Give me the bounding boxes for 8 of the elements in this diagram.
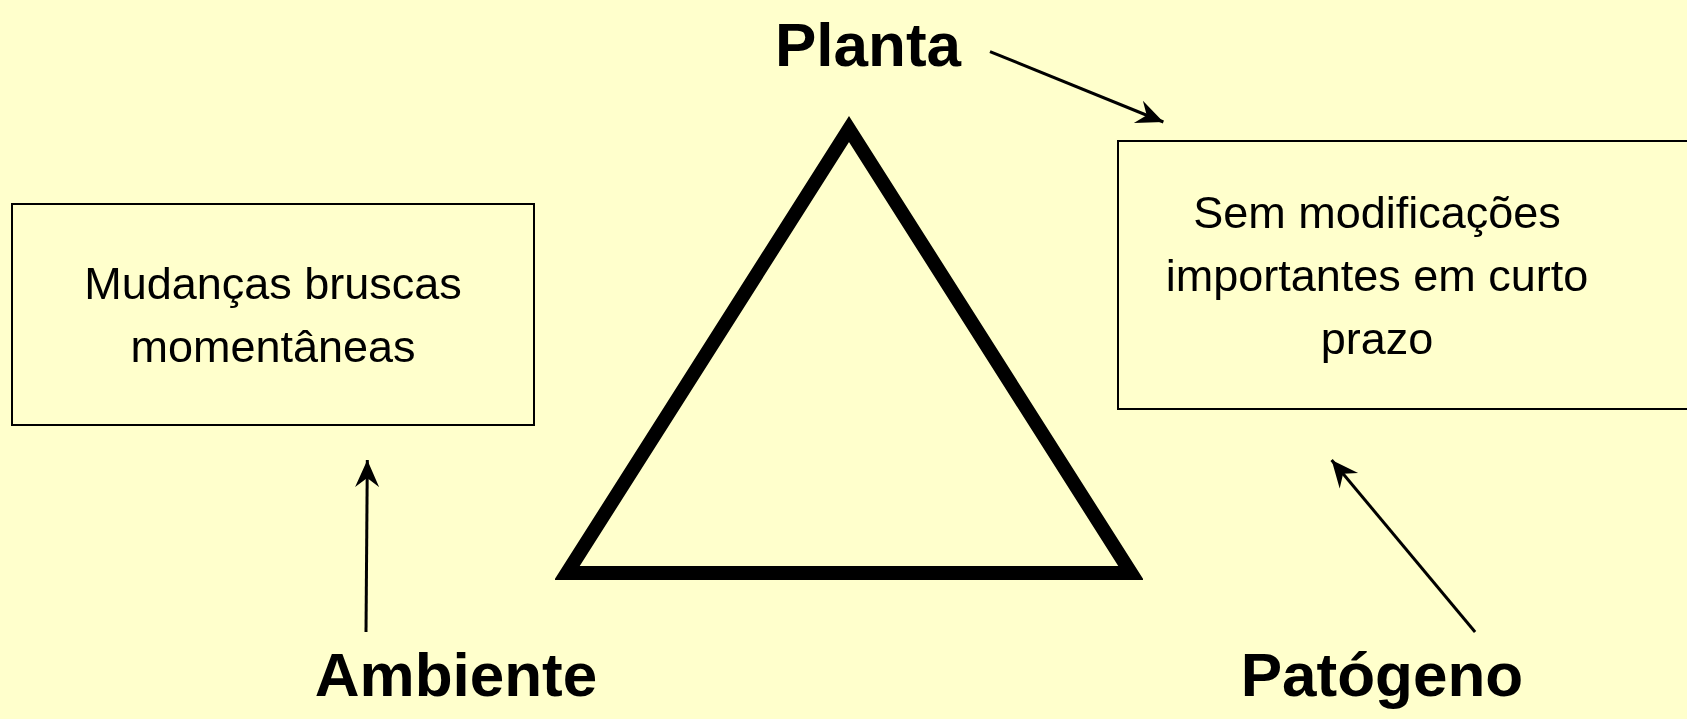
node-label: Ambiente [276, 632, 636, 716]
text-box: Sem modificações importantes em curto prazo [1117, 140, 1687, 410]
text-box: Mudanças bruscas momentâneas [11, 203, 535, 426]
arrow [355, 460, 380, 632]
arrow [989, 50, 1164, 124]
arrow [1330, 459, 1477, 633]
node-label: Patógeno [1192, 632, 1572, 716]
node-label: Planta [748, 6, 988, 82]
